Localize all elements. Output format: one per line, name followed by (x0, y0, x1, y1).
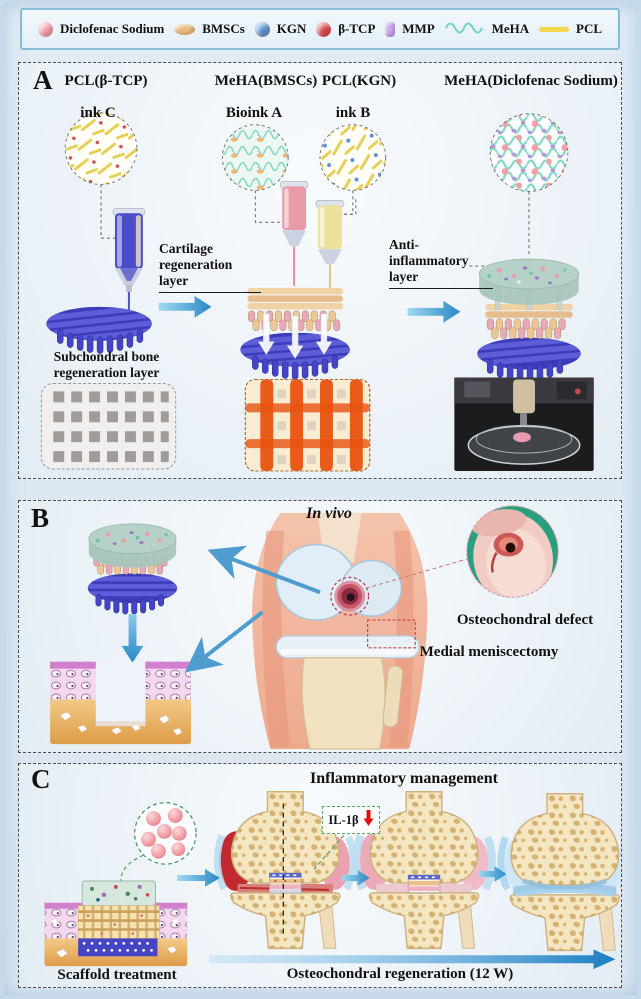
surgery-photo-inset (466, 505, 559, 598)
legend-item-diclofenac: Diclofenac Sodium (38, 21, 164, 37)
arrow-implant-to-defect (121, 614, 144, 663)
meha-ds-inset (489, 113, 569, 192)
legend-bar: Diclofenac Sodium BMSCs KGN β-TCP MMP Me… (20, 8, 620, 50)
legend-label: MeHA (491, 21, 530, 36)
legend-label: Diclofenac Sodium (60, 21, 165, 36)
panel-b-label: B (31, 503, 50, 533)
arrow-treatment (177, 869, 220, 887)
legend-label: KGN (276, 21, 307, 36)
arrow-step1 (158, 295, 212, 318)
legend-item-btcp: β-TCP (316, 21, 375, 37)
legend-item-pcl: PCL (539, 21, 602, 37)
syringe-bioink-a (279, 181, 309, 286)
il1b-down-arrow-icon (363, 809, 374, 831)
printer-photo (454, 377, 594, 472)
trilayer-scaffold (477, 258, 581, 382)
cartilage-layer-annotation: Cartilage regeneration layer (159, 241, 261, 293)
mmp-capsule-icon (385, 21, 396, 37)
ink-b-subtitle: ink B (335, 105, 371, 121)
panel-b: B In vivo Osteochondral defect Medial me… (18, 500, 622, 753)
panel-b-illustration (50, 505, 559, 750)
il1b-box: IL-1β (322, 806, 380, 834)
defect-cross-section (50, 661, 192, 745)
il1b-label: IL-1β (328, 812, 359, 827)
panel-a-illustration (40, 112, 594, 472)
osteochondral-defect-label: Osteochondral defect (456, 612, 594, 628)
inflammatory-management-title: Inflammatory management (310, 770, 498, 787)
bilayer-scaffold (240, 287, 350, 380)
legend-item-bmscs: BMSCs (174, 21, 245, 37)
panel-a-label: A (33, 65, 53, 95)
knee-recovering (352, 791, 496, 950)
bioink-a-inset (221, 124, 289, 191)
il1b-leader (313, 834, 345, 870)
ink-b-title: PCL(KGN) (321, 73, 397, 89)
legend-label: MMP (402, 21, 435, 36)
medial-meniscectomy-label: Medial meniscectomy (419, 644, 559, 660)
panel-c-label: C (31, 764, 51, 794)
legend-label: BMSCs (202, 21, 245, 36)
kgn-sphere-icon (254, 21, 270, 37)
anti-inflammatory-annotation: Anti-inflammatory layer (389, 237, 493, 289)
arrow-to-cross-section (184, 610, 264, 673)
meha-wave-icon (444, 20, 485, 38)
bmsc-cell-icon (174, 23, 196, 35)
bioink-a-title: MeHA(BMSCs) (214, 73, 318, 89)
implant-scaffold (87, 523, 178, 615)
bioink-a-subtitle: Bioink A (225, 105, 283, 121)
subchondral-annotation: Subchondral bone regeneration layer (53, 349, 160, 381)
arrow-to-scaffold (207, 545, 321, 595)
legend-label: β-TCP (338, 21, 376, 36)
panel-c: C Inflammatory management IL-1β Scaffold… (18, 763, 622, 988)
ink-b-inset (319, 124, 387, 191)
scaffold-treatment-cross-section (44, 880, 188, 967)
syringe-ink-b (315, 200, 345, 288)
legend-label: PCL (576, 21, 602, 36)
ink-c-subtitle: ink C (80, 105, 116, 121)
regeneration-label: Osteochondral regeneration (12 W) (286, 966, 514, 982)
arrow-progress-1 (341, 870, 370, 886)
syringe-ink-c (112, 208, 146, 314)
pcl-line-icon (539, 26, 569, 32)
in-vivo-title: In vivo (306, 505, 352, 522)
subchondral-scaffold (46, 306, 152, 354)
drug-release-inset (120, 802, 197, 883)
ink-c-inset (64, 112, 138, 185)
arrow-regeneration-timeline (208, 949, 616, 970)
scaffold-treatment-label: Scaffold treatment (57, 967, 177, 983)
knee-illustration (252, 512, 428, 750)
meha-ds-title: MeHA(Diclofenac Sodium) (444, 73, 618, 89)
knee-regenerated (497, 792, 621, 952)
diclofenac-sphere-icon (38, 21, 53, 37)
legend-item-meha: MeHA (444, 20, 530, 38)
legend-item-mmp: MMP (385, 21, 435, 37)
ink-c-title: PCL(β-TCP) (64, 73, 148, 89)
panel-a: A PCL(β-TCP) MeHA(BMSCs) PCL(KGN) MeHA(D… (18, 62, 622, 479)
btcp-sphere-icon (316, 21, 332, 37)
legend-item-kgn: KGN (254, 21, 307, 37)
panel-c-illustration (44, 791, 621, 970)
arrow-step2 (407, 300, 461, 323)
arrow-progress-2 (478, 866, 507, 882)
micro-image-stained (244, 378, 371, 472)
micro-image-grid (40, 382, 177, 470)
